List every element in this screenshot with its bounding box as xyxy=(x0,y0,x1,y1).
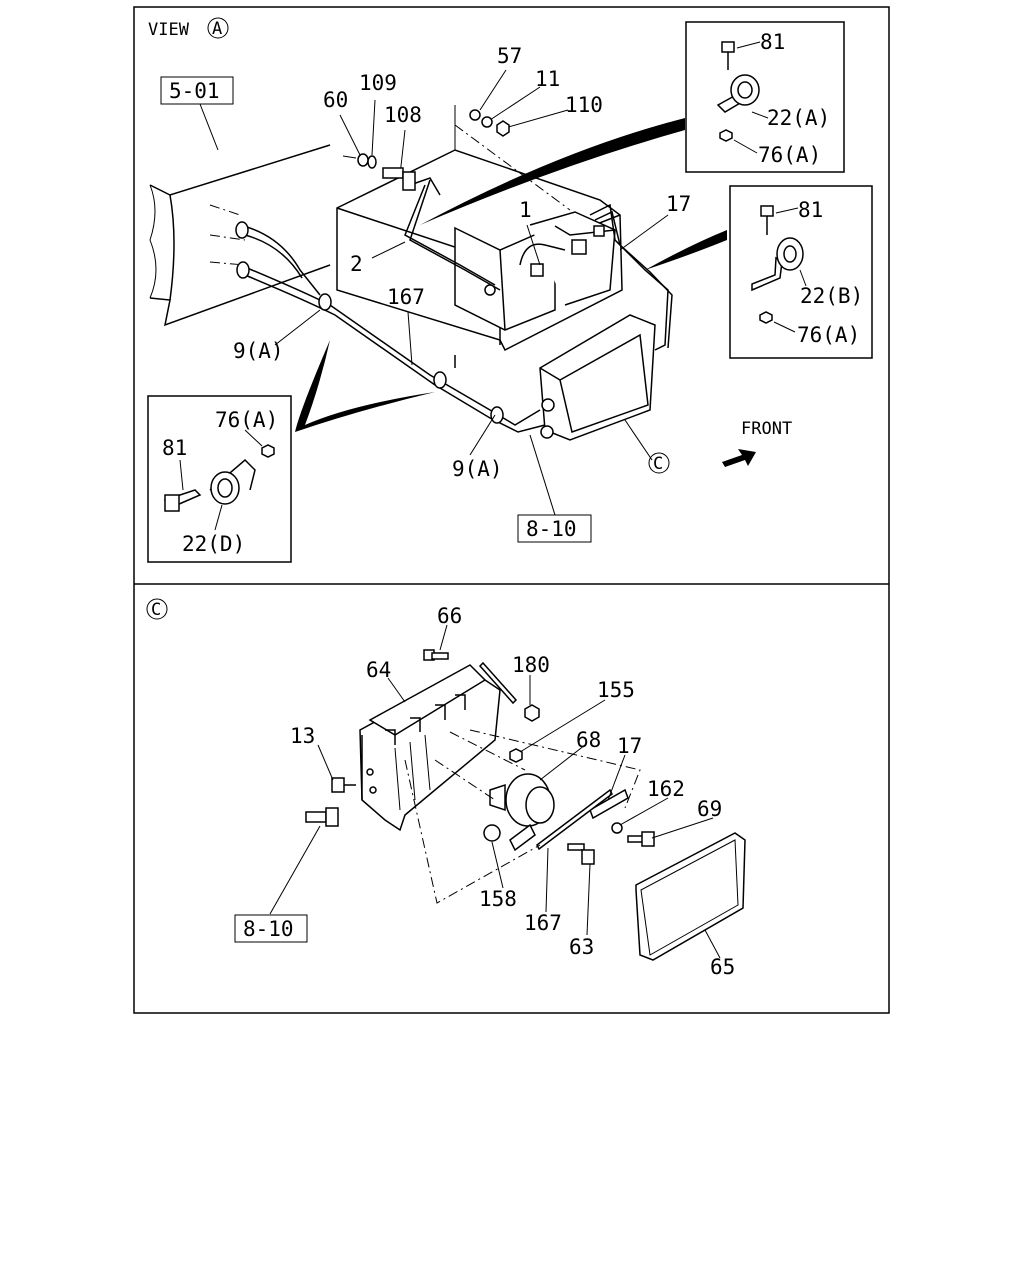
inset-pointer-b xyxy=(645,230,727,270)
relay-68 xyxy=(489,773,555,852)
view-a-heading: VIEW A xyxy=(148,17,229,40)
bolt-66 xyxy=(423,649,449,661)
callout-68: 68 xyxy=(576,728,601,752)
ref-8-10-bottom: 8-10 xyxy=(243,917,294,941)
view-marker: A xyxy=(212,19,222,39)
inset-b-22b: 22(B) xyxy=(800,284,863,308)
callout-109: 109 xyxy=(359,71,397,95)
inset-a-76a: 76(A) xyxy=(758,143,821,167)
callout-11: 11 xyxy=(535,67,560,91)
front-label: FRONT xyxy=(741,419,792,439)
ref-box-8-10-top xyxy=(517,514,592,543)
bolt-8-10 xyxy=(305,807,339,827)
callout-60: 60 xyxy=(323,88,348,112)
terminal-17 xyxy=(589,788,629,820)
callout-180: 180 xyxy=(512,653,550,677)
battery-pair xyxy=(454,211,616,331)
assembly-dash-lines xyxy=(404,729,641,904)
inset-b: 81 22(B) 76(A) xyxy=(729,185,873,359)
pipe-167 xyxy=(235,221,546,433)
inset-d-76a: 76(A) xyxy=(215,408,278,432)
callout-162: 162 xyxy=(647,777,685,801)
callout-108: 108 xyxy=(384,103,422,127)
bolt-69 xyxy=(627,831,655,847)
callout-leaders-bottom xyxy=(269,624,721,959)
circle-c-marker: C xyxy=(648,452,670,474)
bolt-13 xyxy=(331,777,356,793)
callout-65: 65 xyxy=(710,955,735,979)
callout-167-bottom: 167 xyxy=(524,911,562,935)
cover-65 xyxy=(635,832,746,961)
controller-box xyxy=(539,314,656,441)
inset-b-81: 81 xyxy=(798,198,823,222)
inset-b-76a: 76(A) xyxy=(797,323,860,347)
hardware-60-109-108 xyxy=(342,153,416,191)
front-arrow-icon xyxy=(722,449,756,467)
svg-text:C: C xyxy=(653,454,663,474)
callout-110: 110 xyxy=(565,93,603,117)
inset-d-81: 81 xyxy=(162,436,187,460)
callout-17-bottom: 17 xyxy=(617,734,642,758)
callout-1: 1 xyxy=(519,198,532,222)
nut-180 xyxy=(524,704,540,722)
callout-17-top: 17 xyxy=(666,192,691,216)
callout-69: 69 xyxy=(697,797,722,821)
callout-64: 64 xyxy=(366,658,391,682)
callout-9a-left: 9(A) xyxy=(233,339,284,363)
callout-155: 155 xyxy=(597,678,635,702)
ref-8-10-top: 8-10 xyxy=(526,517,577,541)
inset-pointer-d xyxy=(295,340,435,432)
callout-63: 63 xyxy=(569,935,594,959)
callout-2: 2 xyxy=(350,252,363,276)
inset-d: 76(A) 81 22(D) xyxy=(147,395,292,563)
relay-module-64 xyxy=(359,664,501,832)
diagram-frame xyxy=(133,6,890,1014)
nut-155 xyxy=(509,748,523,763)
bolt-63 xyxy=(567,843,595,865)
view-label: VIEW xyxy=(148,20,190,40)
hardware-57-11-110 xyxy=(469,109,510,137)
inset-a-81: 81 xyxy=(760,30,785,54)
callout-167-top: 167 xyxy=(387,285,425,309)
section-c-marker: C xyxy=(146,598,168,620)
callout-9a-bottom: 9(A) xyxy=(452,457,503,481)
inset-a: 81 22(A) 76(A) xyxy=(685,21,845,173)
ref-box-8-10-bottom xyxy=(234,914,308,943)
callout-66: 66 xyxy=(437,604,462,628)
pipe-167-bottom xyxy=(536,788,613,851)
callout-158: 158 xyxy=(479,887,517,911)
callout-57: 57 xyxy=(497,44,522,68)
callout-leaders-top xyxy=(274,69,669,516)
clip-158 xyxy=(483,824,501,842)
svg-text:C: C xyxy=(151,600,161,620)
inset-pointer-a xyxy=(420,118,685,225)
ref-box-5-01 xyxy=(160,76,234,105)
inset-d-22d: 22(D) xyxy=(182,532,245,556)
ref-5-01: 5-01 xyxy=(169,79,220,103)
battery-cables xyxy=(404,177,673,351)
rod-180-link xyxy=(478,661,518,705)
inset-a-22a: 22(A) xyxy=(767,106,830,130)
callout-13: 13 xyxy=(290,724,315,748)
washer-162 xyxy=(611,822,623,834)
